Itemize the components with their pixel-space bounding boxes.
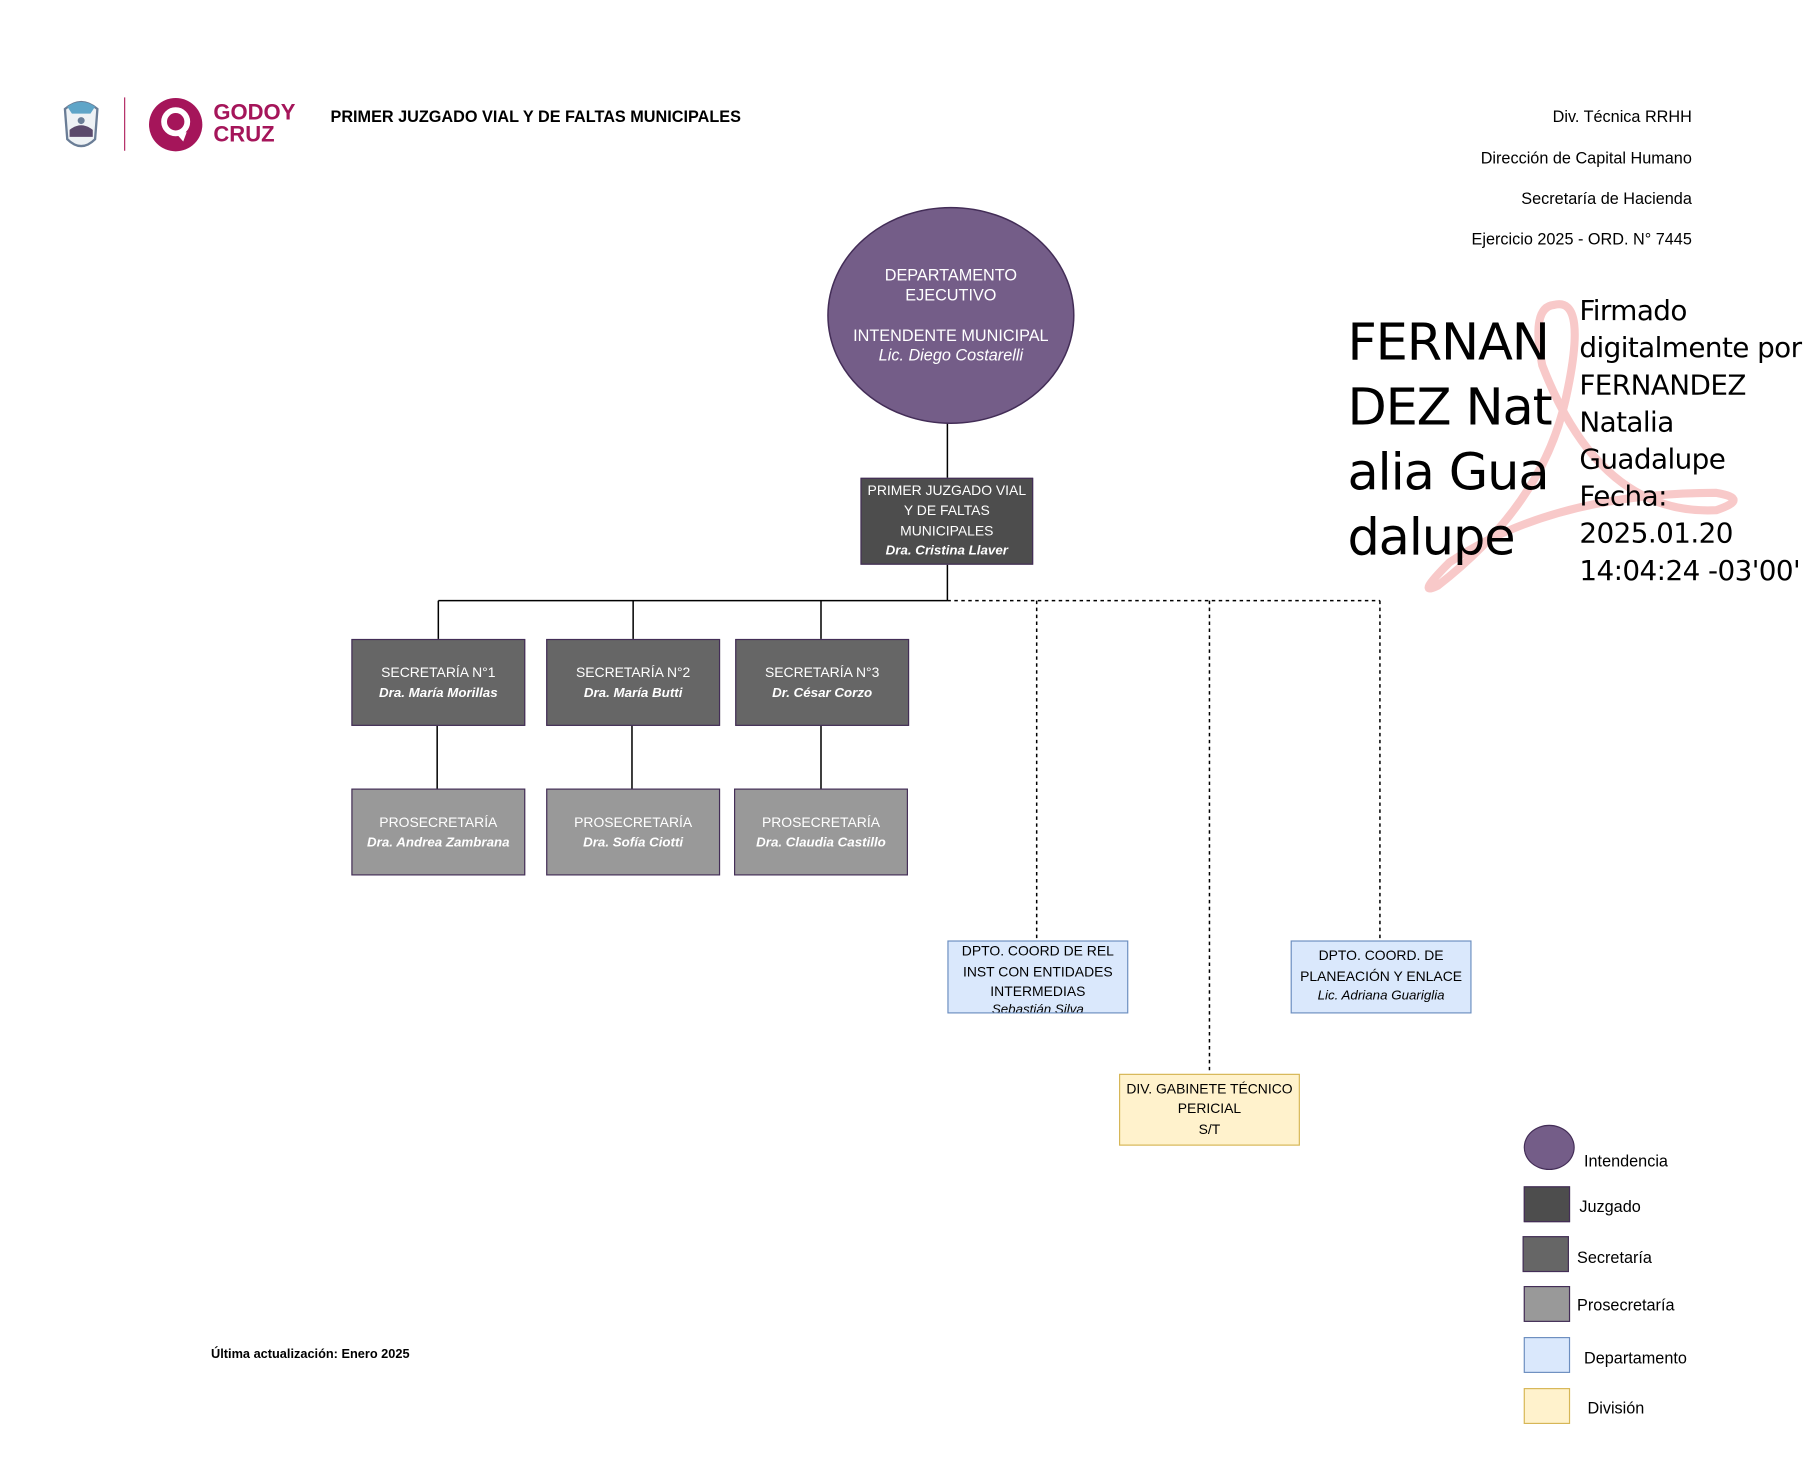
signature-line: Firmado	[1579, 294, 1687, 328]
node-title: PROSECRETARÍA	[379, 813, 498, 830]
node-title: DEPARTAMENTO	[884, 264, 1018, 284]
page-title: PRIMER JUZGADO VIAL Y DE FALTAS MUNICIPA…	[330, 106, 741, 126]
node-title: INST CON ENTIDADES	[962, 963, 1113, 980]
node-person: Dra. Cristina Llaver	[885, 543, 1008, 558]
node-dpto-planeacion[interactable]: DPTO. COORD. DE PLANEACIÓN Y ENLACE Lic.…	[1290, 940, 1472, 1014]
node-title: Y DE FALTAS	[903, 502, 990, 519]
node-title: DIV. GABINETE TÉCNICO	[1126, 1080, 1293, 1097]
header-right-line-1: Div. Técnica RRHH	[1552, 106, 1692, 126]
legend-swatch-prosecretaria	[1523, 1285, 1571, 1322]
signature-date: 2025.01.20	[1579, 517, 1733, 550]
adobe-signature-watermark-icon	[1424, 300, 1738, 593]
node-title: EJECUTIVO	[905, 285, 997, 304]
node-person: Lic. Adriana Guariglia	[1317, 989, 1445, 1004]
node-title: INTENDENTE MUNICIPAL	[853, 325, 1049, 344]
signature-time: 14:04:24 -03'00'	[1579, 554, 1801, 587]
node-prosecretaria-2[interactable]: PROSECRETARÍA Dra. Sofía Ciotti	[546, 788, 721, 876]
node-primer-juzgado[interactable]: PRIMER JUZGADO VIAL Y DE FALTAS MUNICIPA…	[860, 477, 1034, 565]
signature-line: FERNANDEZ	[1579, 368, 1746, 402]
legend-swatch-intendencia	[1523, 1124, 1575, 1171]
executive-ellipse	[827, 206, 1075, 425]
legend-label: Intendencia	[1584, 1151, 1668, 1171]
node-person: Dra. Claudia Castillo	[756, 835, 886, 850]
logo-wordmark: GODOY CRUZ	[213, 102, 295, 146]
legend-swatch-juzgado	[1523, 1186, 1571, 1223]
godoy-cruz-logo-icon	[149, 97, 203, 152]
signature-name-large: FERNANDEZ Natalia Guadalupe	[1347, 313, 1552, 568]
logo-text-cruz: CRUZ	[213, 122, 275, 148]
signature-line: Fecha:	[1579, 480, 1667, 513]
node-div-gabinete[interactable]: DIV. GABINETE TÉCNICO PERICIAL S/T	[1119, 1073, 1300, 1146]
node-person: Dra. María Morillas	[379, 685, 498, 700]
node-title: SECRETARÍA N°1	[381, 663, 496, 681]
legend-label: División	[1587, 1398, 1645, 1418]
node-title: PERICIAL	[1177, 1100, 1242, 1117]
signature-line: Natalia	[1579, 405, 1674, 439]
signature-line: Guadalupe	[1579, 442, 1726, 476]
node-title: PRIMER JUZGADO VIAL	[867, 481, 1027, 499]
node-title: PLANEACIÓN Y ENLACE	[1300, 967, 1463, 985]
node-person: Dra. María Butti	[583, 685, 683, 700]
node-title: PROSECRETARÍA	[761, 813, 881, 830]
logo-divider	[124, 97, 126, 151]
signature-line: digitalmente por	[1579, 331, 1802, 365]
last-updated-note: Última actualización: Enero 2025	[211, 1347, 410, 1362]
legend-swatch-division	[1523, 1388, 1571, 1424]
municipal-shield-logo	[63, 100, 99, 148]
header-right-line-4: Ejercicio 2025 - ORD. N° 7445	[1471, 229, 1692, 249]
node-title: DPTO. COORD. DE	[1318, 947, 1444, 964]
node-title: PROSECRETARÍA	[574, 813, 693, 830]
legend-label: Secretaría	[1577, 1247, 1652, 1267]
legend-label: Juzgado	[1579, 1196, 1641, 1216]
node-secretaria-1[interactable]: SECRETARÍA N°1 Dra. María Morillas	[351, 638, 526, 726]
node-secretaria-3[interactable]: SECRETARÍA N°3 Dr. César Corzo	[735, 638, 910, 726]
node-title: SECRETARÍA N°3	[764, 663, 880, 681]
node-person: Lic. Diego Costarelli	[878, 345, 1024, 365]
node-person: Dr. César Corzo	[772, 685, 873, 700]
legend-label: Prosecretaría	[1577, 1295, 1675, 1314]
node-title: DPTO. COORD DE REL	[961, 942, 1114, 959]
node-prosecretaria-1[interactable]: PROSECRETARÍA Dra. Andrea Zambrana	[351, 788, 526, 876]
node-title: INTERMEDIAS	[990, 983, 1086, 1000]
node-prosecretaria-3[interactable]: PROSECRETARÍA Dra. Claudia Castillo	[734, 788, 908, 876]
legend-swatch-departamento	[1523, 1337, 1571, 1373]
node-dpto-rel-inst[interactable]: DPTO. COORD DE REL INST CON ENTIDADES IN…	[947, 940, 1129, 1014]
logo-text-godoy: GODOY	[213, 100, 296, 126]
header-right-line-3: Secretaría de Hacienda	[1521, 189, 1692, 208]
node-secretaria-2[interactable]: SECRETARÍA N°2 Dra. María Butti	[546, 638, 721, 726]
node-title: MUNICIPALES	[900, 522, 994, 539]
node-person: Dra. Sofía Ciotti	[583, 835, 684, 850]
legend-label: Departamento	[1584, 1348, 1687, 1368]
node-person: Dra. Andrea Zambrana	[367, 835, 510, 850]
node-person: Sebastián Silva	[991, 1002, 1084, 1014]
node-person: S/T	[1198, 1121, 1221, 1138]
signature-details: Firmado digitalmente por FERNANDEZ Natal…	[1579, 292, 1809, 589]
legend-swatch-secretaria	[1522, 1236, 1569, 1273]
node-departamento-ejecutivo[interactable]: DEPARTAMENTO EJECUTIVO INTENDENTE MUNICI…	[828, 208, 1074, 424]
node-title: SECRETARÍA N°2	[575, 663, 691, 681]
header-right-line-2: Dirección de Capital Humano	[1480, 148, 1692, 167]
